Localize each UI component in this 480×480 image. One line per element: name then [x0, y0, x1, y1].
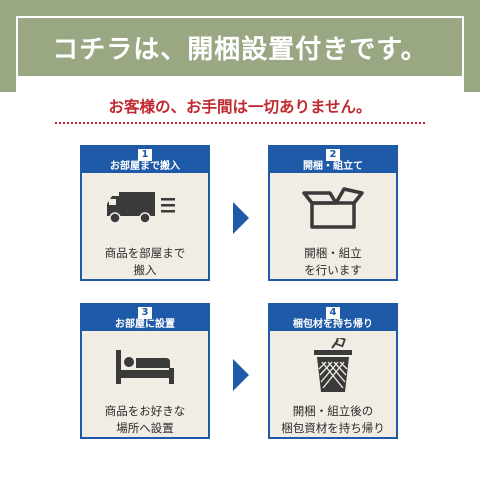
step-number-3: 3	[138, 307, 152, 319]
step-description-2: 開梱・組立 を行います	[270, 245, 396, 279]
step-header-2: 2 開梱・組立て	[270, 147, 396, 173]
step-description-1: 商品を部屋まで 搬入	[82, 245, 208, 279]
step-description-3: 商品をお好きな 場所へ設置	[82, 403, 208, 437]
banner-title: コチラは、開梱設置付きです。	[52, 34, 428, 65]
step-number-2: 2	[326, 149, 340, 161]
step-card-3: 3 お部屋に設置 商品をお好きな 場所へ設置	[80, 303, 210, 439]
banner-fill	[18, 18, 462, 76]
step-description-4: 開梱・組立後の 梱包資材を持ち帰り	[270, 403, 396, 437]
step-header-1: 1 お部屋まで搬入	[82, 147, 208, 173]
step-header-3: 3 お部屋に設置	[82, 305, 208, 331]
step-title-4: 梱包材を持ち帰り	[293, 319, 373, 330]
step-card-2: 2 開梱・組立て 開梱・組立 を行います	[268, 145, 398, 281]
step-title-2: 開梱・組立て	[303, 161, 363, 172]
trash-bin-icon	[270, 335, 396, 397]
banner-box: コチラは、開梱設置付きです。	[16, 16, 464, 104]
arrow-right-icon	[233, 202, 249, 234]
step-description-3-line-1: 商品をお好きな	[104, 404, 186, 418]
arrow-right-icon	[233, 359, 249, 391]
step-description-3-line-2: 場所へ設置	[116, 421, 174, 435]
step-description-2-line-2: を行います	[304, 263, 362, 277]
subtitle-underline	[55, 122, 425, 124]
subtitle: お客様の、お手間は一切ありません。	[108, 98, 372, 116]
step-description-2-line-1: 開梱・組立	[304, 246, 362, 260]
step-description-1-line-1: 商品を部屋まで	[104, 246, 186, 260]
step-header-4: 4 梱包材を持ち帰り	[270, 305, 396, 331]
step-title-1: お部屋まで搬入	[110, 161, 180, 172]
step-card-4: 4 梱包材を持ち帰り 開梱・組立後の 梱包資材を持ち帰り	[268, 303, 398, 439]
box-icon	[270, 177, 396, 239]
step-card-1: 1 お部屋まで搬入 商品を部屋まで 搬入	[80, 145, 210, 281]
step-description-1-line-2: 搬入	[133, 263, 157, 277]
step-description-4-line-1: 開梱・組立後の	[292, 404, 374, 418]
step-description-4-line-2: 梱包資材を持ち帰り	[281, 421, 385, 435]
step-number-4: 4	[326, 307, 340, 319]
bed-icon	[82, 335, 208, 397]
step-number-1: 1	[138, 149, 152, 161]
step-title-3: お部屋に設置	[115, 319, 175, 330]
truck-icon	[82, 177, 208, 239]
